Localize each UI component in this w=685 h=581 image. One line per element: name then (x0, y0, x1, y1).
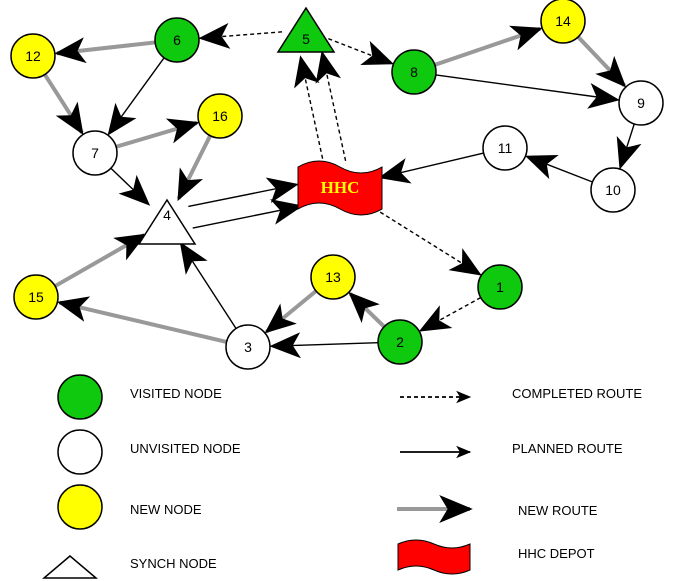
node-4: 4 (137, 198, 197, 245)
node-HHC: HHC (297, 160, 383, 216)
node-12-shape (10, 33, 56, 79)
node-11-label: 11 (498, 140, 513, 156)
legend-unvisited-node-label: UNVISITED NODE (130, 441, 241, 456)
node-14: 14 (540, 0, 586, 44)
node-1: 1 (477, 264, 523, 310)
node-12-label: 12 (25, 48, 41, 64)
node-HHC-shape (297, 160, 383, 216)
node-2-label: 2 (396, 334, 404, 350)
node-16-label: 16 (212, 108, 228, 124)
edge-planned-9-10 (616, 123, 642, 170)
node-3: 3 (225, 324, 271, 370)
node-3-shape (225, 324, 271, 370)
node-9-shape (618, 80, 664, 126)
node-15-shape (13, 274, 59, 320)
node-10-shape (590, 167, 636, 213)
node-12: 12 (10, 33, 56, 79)
edge-new-12-7 (43, 73, 84, 135)
edge-completed-5-6 (198, 22, 283, 49)
legend-synch-node-symbol (41, 555, 99, 579)
edge-planned-2-3 (269, 332, 379, 359)
edge-planned-10-11 (524, 154, 593, 183)
edge-completed-HHC-5 (315, 50, 347, 162)
edge-planned-4-HHC (188, 177, 299, 208)
node-16: 16 (197, 93, 243, 139)
node-15: 15 (13, 274, 59, 320)
legend-unvisited-node-symbol (57, 429, 103, 475)
node-11-shape (482, 125, 528, 171)
legend-hhc-depot-label: HHC DEPOT (518, 546, 595, 561)
legend-new-node-label: NEW NODE (130, 502, 202, 517)
node-7-shape (72, 130, 118, 176)
edge-planned-4-HHC (192, 199, 304, 229)
edge-planned-8-9 (435, 74, 620, 109)
edge-new-15-4 (54, 233, 147, 288)
legend-planned-route-label: PLANNED ROUTE (512, 441, 623, 456)
node-10-label: 10 (605, 182, 621, 198)
edge-new-2-13 (348, 291, 386, 329)
edge-new-3-15 (56, 296, 228, 344)
edge-planned-7-4 (110, 167, 151, 206)
legend-hhc-depot-symbol (397, 539, 471, 575)
edges-layer (43, 22, 642, 359)
node-1-shape (477, 264, 523, 310)
node-5: 5 (276, 6, 336, 53)
node-13: 13 (310, 254, 356, 300)
node-13-shape (310, 254, 356, 300)
edge-new-8-14 (434, 25, 543, 67)
legend: VISITED NODE UNVISITED NODE NEW NODE SYN… (41, 374, 642, 579)
edge-completed-HHC-1 (367, 204, 482, 276)
node-7-label: 7 (91, 145, 99, 161)
node-8-shape (391, 49, 437, 95)
edge-new-6-12 (54, 37, 156, 64)
edge-completed-HHC-5 (294, 55, 325, 166)
node-5-label: 5 (302, 31, 310, 47)
edge-new-16-4 (176, 134, 212, 202)
legend-synch-node-label: SYNCH NODE (130, 556, 217, 571)
node-HHC-label: HHC (321, 178, 360, 197)
legend-visited-node-label: VISITED NODE (130, 386, 222, 401)
node-10: 10 (590, 167, 636, 213)
node-7: 7 (72, 130, 118, 176)
node-4-shape (137, 198, 197, 245)
node-1-label: 1 (496, 279, 504, 295)
node-6: 6 (154, 17, 200, 63)
node-13-label: 13 (325, 269, 341, 285)
node-15-label: 15 (28, 289, 44, 305)
legend-visited-node-symbol (57, 374, 103, 420)
edge-completed-1-2 (418, 296, 482, 332)
edge-planned-11-HHC (378, 152, 484, 184)
edge-new-13-3 (264, 289, 318, 334)
node-8-label: 8 (410, 64, 418, 80)
node-14-label: 14 (555, 13, 571, 29)
node-2: 2 (377, 319, 423, 365)
legend-completed-route-label: COMPLETED ROUTE (512, 386, 642, 401)
edge-completed-5-8 (328, 38, 395, 66)
node-3-label: 3 (244, 339, 252, 355)
edge-new-14-9 (576, 35, 627, 88)
node-6-label: 6 (173, 32, 181, 48)
legend-new-node-symbol (57, 484, 103, 530)
edge-planned-6-7 (107, 57, 165, 136)
legend-new-route-label: NEW ROUTE (518, 503, 598, 518)
node-4-label: 4 (163, 207, 171, 223)
edge-planned-3-4 (179, 241, 237, 329)
node-9-label: 9 (637, 95, 645, 111)
node-5-shape (276, 6, 336, 53)
node-9: 9 (618, 80, 664, 126)
node-14-shape (540, 0, 586, 44)
node-16-shape (197, 93, 243, 139)
node-8: 8 (391, 49, 437, 95)
node-6-shape (154, 17, 200, 63)
node-2-shape (377, 319, 423, 365)
edge-new-7-16 (115, 118, 200, 149)
node-11: 11 (482, 125, 528, 171)
